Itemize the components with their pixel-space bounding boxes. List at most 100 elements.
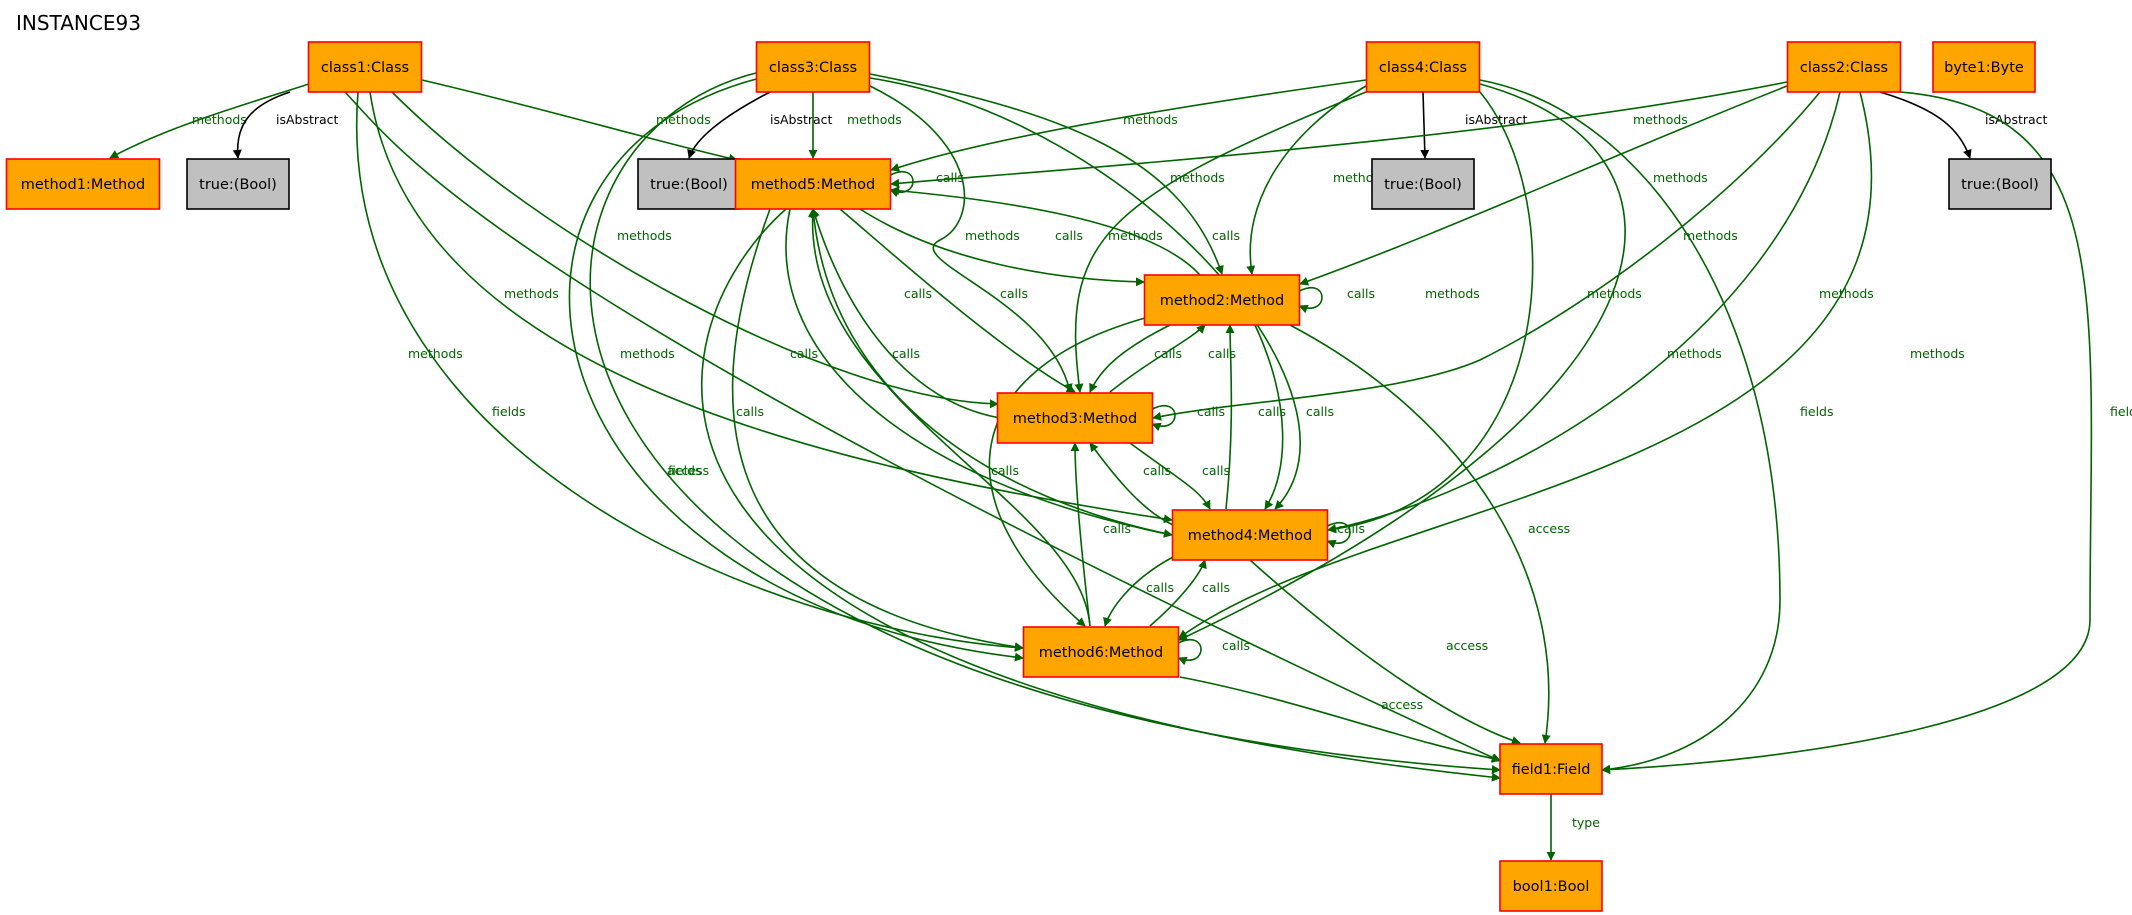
edge-label: calls <box>1143 463 1171 478</box>
edge-label: methods <box>1633 112 1688 127</box>
node-bool1[interactable]: bool1:Bool <box>1499 860 1603 912</box>
edge-label: calls <box>1154 346 1182 361</box>
edge-line <box>1326 522 1351 549</box>
edge-line <box>344 91 1501 762</box>
edge-method5-method6: calls <box>731 208 1024 652</box>
edge-line <box>1151 405 1176 432</box>
edge-method5-method3: calls <box>839 208 1076 393</box>
edge-method2-method4: calls <box>1254 324 1334 510</box>
edge-class3-method4: methods <box>869 77 1480 510</box>
node-label: method6:Method <box>1039 645 1164 661</box>
node-label: true:(Bool) <box>1384 177 1462 193</box>
node-label: class1:Class <box>321 60 409 76</box>
edge-label: methods <box>192 112 247 127</box>
edge-label: calls <box>1258 404 1286 419</box>
edge-class1-method5: methods <box>421 79 738 163</box>
edge-line <box>890 81 1788 188</box>
edge-line <box>1152 91 1821 421</box>
edge-method4-method4: calls <box>1326 521 1365 549</box>
node-box <box>1365 41 1481 93</box>
edge-label: calls <box>736 404 764 419</box>
node-field1[interactable]: field1:Field <box>1499 743 1603 795</box>
edge-line <box>890 186 1201 276</box>
node-true3[interactable]: true:(Bool) <box>637 158 741 210</box>
edge-line <box>988 317 1146 627</box>
node-method1[interactable]: method1:Method <box>5 158 161 210</box>
nodes-layer: class1:Class class3:Class class4:Class clas… <box>5 41 2052 912</box>
edge-method4-field1: access <box>1249 559 1521 745</box>
edge-label: type <box>1572 815 1600 830</box>
edge-line <box>421 79 738 163</box>
edge-label: calls <box>904 286 932 301</box>
node-method3[interactable]: method3:Method <box>996 392 1154 444</box>
node-true1[interactable]: true:(Bool) <box>186 158 290 210</box>
edge-method6-method3: calls <box>1070 442 1131 627</box>
edge-method4-method6: calls <box>1103 556 1174 627</box>
edge-method5-method4: calls <box>785 208 1173 538</box>
edge-class2-method6: methods <box>1178 91 1965 639</box>
edge-class2-method5: methods <box>890 81 1788 188</box>
node-byte1[interactable]: byte1:Byte <box>1932 41 2036 93</box>
edge-class2-field1: fields <box>1601 91 2132 775</box>
edge-line <box>1327 91 1534 534</box>
edge-line <box>589 71 1501 774</box>
edge-line <box>232 91 291 159</box>
edge-class1-method6: methods <box>355 91 1024 652</box>
edge-line <box>1601 91 2093 775</box>
edge-line <box>1254 324 1284 510</box>
edge-label: calls <box>1208 346 1236 361</box>
node-label: class4:Class <box>1379 60 1467 76</box>
edge-label: calls <box>1000 286 1028 301</box>
edge-label: calls <box>1202 463 1230 478</box>
node-true2[interactable]: true:(Bool) <box>1948 158 2052 210</box>
edge-label: calls <box>1146 580 1174 595</box>
node-label: byte1:Byte <box>1944 60 2024 76</box>
node-true4[interactable]: true:(Bool) <box>1371 158 1475 210</box>
node-method6[interactable]: method6:Method <box>1022 626 1180 678</box>
edge-class1-true1: isAbstract <box>232 91 339 159</box>
edge-class1-method1: methods <box>109 82 313 159</box>
edge-class3-method5: methods <box>808 92 902 159</box>
edge-label: calls <box>1202 580 1230 595</box>
edge-line <box>568 77 1024 662</box>
edge-method3-method4: calls <box>1129 442 1230 510</box>
edge-label: access <box>1446 638 1488 653</box>
edge-label: calls <box>892 346 920 361</box>
edge-label: isAbstract <box>1465 112 1528 127</box>
node-box <box>1499 860 1603 912</box>
node-class4[interactable]: class4:Class <box>1365 41 1481 93</box>
edge-method6-method4: calls <box>1149 559 1230 627</box>
node-class3[interactable]: class3:Class <box>755 41 871 93</box>
edge-label: isAbstract <box>1985 112 2048 127</box>
edge-label: methods <box>847 112 902 127</box>
node-class2[interactable]: class2:Class <box>1786 41 1902 93</box>
edge-line <box>869 77 1301 510</box>
edge-line <box>731 208 1024 652</box>
edge-label: calls <box>1347 286 1375 301</box>
node-box <box>307 41 423 93</box>
edge-label: access <box>1528 521 1570 536</box>
edge-method6-method5 <box>807 208 1091 627</box>
edge-class3-method2: methods <box>869 73 1225 275</box>
node-box <box>1371 158 1475 210</box>
edge-line <box>1089 324 1171 393</box>
edge-line <box>1074 91 1367 393</box>
node-box <box>186 158 290 210</box>
node-box <box>1932 41 2036 93</box>
node-box <box>5 158 161 210</box>
edge-line <box>807 208 1091 627</box>
node-method5[interactable]: method5:Method <box>734 158 892 210</box>
edge-line <box>1420 91 1430 159</box>
node-method2[interactable]: method2:Method <box>1143 274 1301 326</box>
node-method4[interactable]: method4:Method <box>1171 509 1329 561</box>
edge-line <box>1089 442 1174 526</box>
node-label: true:(Bool) <box>650 177 728 193</box>
edge-method2-method5: calls <box>890 186 1240 276</box>
edge-label: methods <box>1683 228 1738 243</box>
edge-line <box>809 208 1174 536</box>
edge-method4-method5: calls <box>809 208 1174 536</box>
edge-line <box>1879 91 1972 159</box>
node-box <box>755 41 871 93</box>
edge-label: methods <box>965 228 1020 243</box>
node-class1[interactable]: class1:Class <box>307 41 423 93</box>
